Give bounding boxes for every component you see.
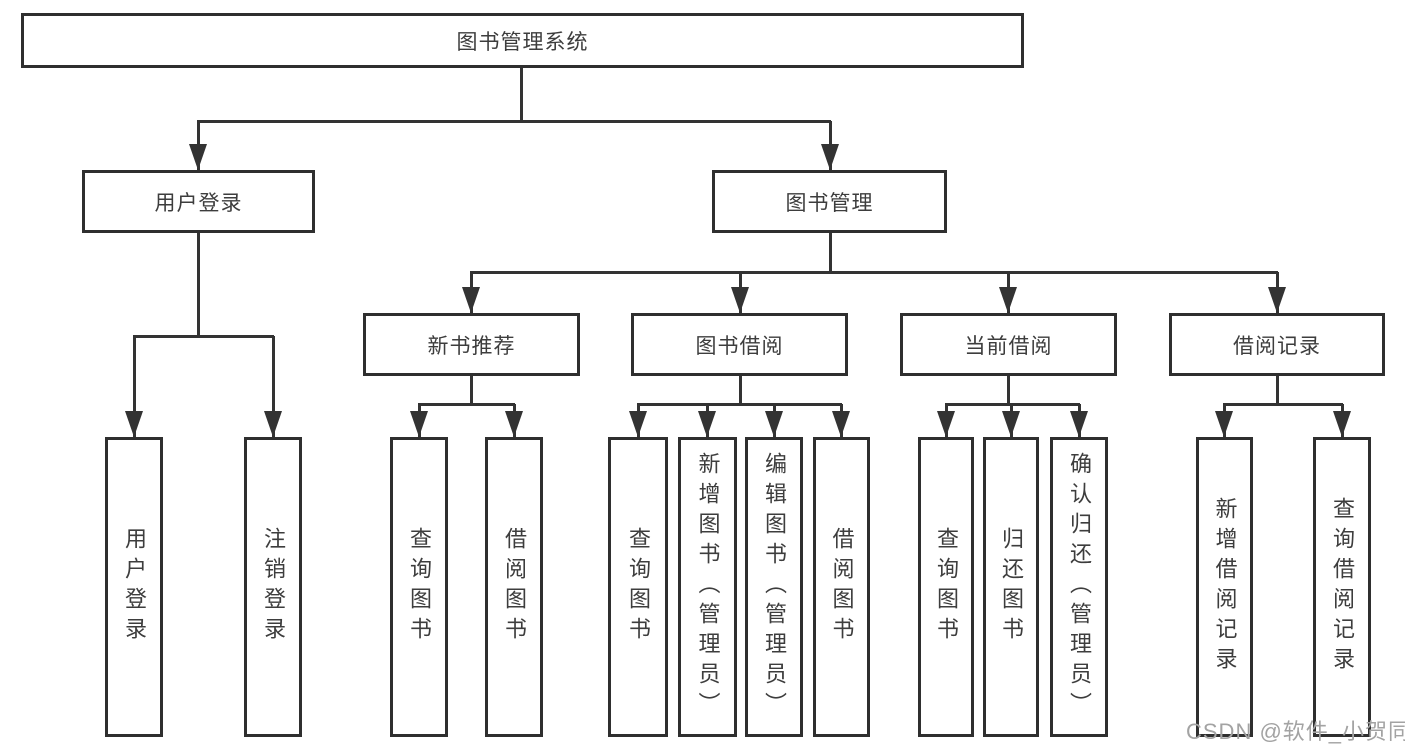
node-new-book-recommend-label: 新书推荐 bbox=[427, 334, 516, 358]
connector-line bbox=[470, 376, 473, 405]
arrow-down-icon bbox=[731, 287, 749, 313]
node-current-borrow-label: 当前借阅 bbox=[964, 334, 1053, 358]
leaf-add-book-admin: 新增图书（管理员） bbox=[678, 437, 737, 737]
connector-line bbox=[1276, 376, 1279, 405]
leaf-query-books-borrow: 查询图书 bbox=[608, 437, 668, 737]
node-new-book-recommend: 新书推荐 bbox=[363, 313, 580, 376]
leaf-user-login-label: 用户登录 bbox=[122, 527, 147, 647]
node-book-borrow: 图书借阅 bbox=[631, 313, 848, 376]
leaf-logout-label: 注销登录 bbox=[261, 527, 286, 647]
connector-line bbox=[1007, 376, 1010, 405]
leaf-user-login: 用户登录 bbox=[105, 437, 163, 737]
arrow-down-icon bbox=[505, 411, 523, 437]
arrow-down-icon bbox=[189, 144, 207, 170]
leaf-borrow-books-recommend-label: 借阅图书 bbox=[502, 527, 527, 647]
node-book-borrow-label: 图书借阅 bbox=[695, 334, 784, 358]
node-user-login: 用户登录 bbox=[82, 170, 315, 233]
connector-line bbox=[197, 120, 831, 123]
node-current-borrow: 当前借阅 bbox=[900, 313, 1117, 376]
leaf-query-books-current: 查询图书 bbox=[918, 437, 974, 737]
connector-line bbox=[197, 233, 200, 337]
node-user-login-label: 用户登录 bbox=[154, 191, 243, 215]
arrow-down-icon bbox=[1268, 287, 1286, 313]
leaf-logout: 注销登录 bbox=[244, 437, 302, 737]
arrow-down-icon bbox=[1215, 411, 1233, 437]
node-borrow-record-label: 借阅记录 bbox=[1233, 334, 1321, 358]
leaf-query-borrow-record: 查询借阅记录 bbox=[1313, 437, 1371, 737]
arrow-down-icon bbox=[765, 411, 783, 437]
leaf-return-book: 归还图书 bbox=[983, 437, 1039, 737]
leaf-confirm-return-admin: 确认归还（管理员） bbox=[1050, 437, 1108, 737]
node-root: 图书管理系统 bbox=[21, 13, 1024, 68]
leaf-query-books-current-label: 查询图书 bbox=[934, 527, 959, 647]
leaf-query-books-borrow-label: 查询图书 bbox=[626, 527, 651, 647]
arrow-down-icon bbox=[629, 411, 647, 437]
leaf-query-borrow-record-label: 查询借阅记录 bbox=[1330, 497, 1355, 677]
node-book-management: 图书管理 bbox=[712, 170, 947, 233]
leaf-borrow-books: 借阅图书 bbox=[813, 437, 870, 737]
arrow-down-icon bbox=[821, 144, 839, 170]
arrow-down-icon bbox=[1070, 411, 1088, 437]
leaf-edit-book-admin-label: 编辑图书（管理员） bbox=[762, 452, 787, 722]
connector-line bbox=[637, 403, 842, 406]
connector-line bbox=[418, 403, 515, 406]
leaf-add-borrow-record-label: 新增借阅记录 bbox=[1212, 497, 1238, 677]
leaf-confirm-return-admin-label: 确认归还（管理员） bbox=[1067, 452, 1092, 722]
arrow-down-icon bbox=[698, 411, 716, 437]
connector-line bbox=[829, 233, 832, 273]
leaf-edit-book-admin: 编辑图书（管理员） bbox=[745, 437, 803, 737]
connector-line bbox=[470, 271, 1278, 274]
leaf-query-books-recommend-label: 查询图书 bbox=[407, 527, 432, 647]
node-borrow-record: 借阅记录 bbox=[1169, 313, 1385, 376]
connector-line bbox=[133, 336, 136, 437]
leaf-borrow-books-label: 借阅图书 bbox=[829, 527, 855, 647]
node-root-label: 图书管理系统 bbox=[456, 30, 589, 54]
leaf-add-borrow-record: 新增借阅记录 bbox=[1196, 437, 1253, 737]
arrow-down-icon bbox=[1002, 411, 1020, 437]
node-book-management-label: 图书管理 bbox=[785, 191, 874, 215]
connector-line bbox=[1223, 403, 1343, 406]
arrow-down-icon bbox=[832, 411, 850, 437]
leaf-return-book-label: 归还图书 bbox=[999, 527, 1024, 647]
arrow-down-icon bbox=[410, 411, 428, 437]
connector-line bbox=[133, 335, 274, 338]
arrow-down-icon bbox=[999, 287, 1017, 313]
arrow-down-icon bbox=[462, 287, 480, 313]
arrow-down-icon bbox=[937, 411, 955, 437]
arrow-down-icon bbox=[125, 411, 143, 437]
arrow-down-icon bbox=[1333, 411, 1351, 437]
leaf-add-book-admin-label: 新增图书（管理员） bbox=[695, 452, 721, 722]
connector-line bbox=[739, 376, 742, 405]
connector-line bbox=[272, 336, 275, 437]
watermark: CSDN @软件_小贺同学 bbox=[1186, 719, 1405, 744]
arrow-down-icon bbox=[264, 411, 282, 437]
connector-line bbox=[520, 68, 523, 122]
leaf-query-books-recommend: 查询图书 bbox=[390, 437, 448, 737]
leaf-borrow-books-recommend: 借阅图书 bbox=[485, 437, 543, 737]
